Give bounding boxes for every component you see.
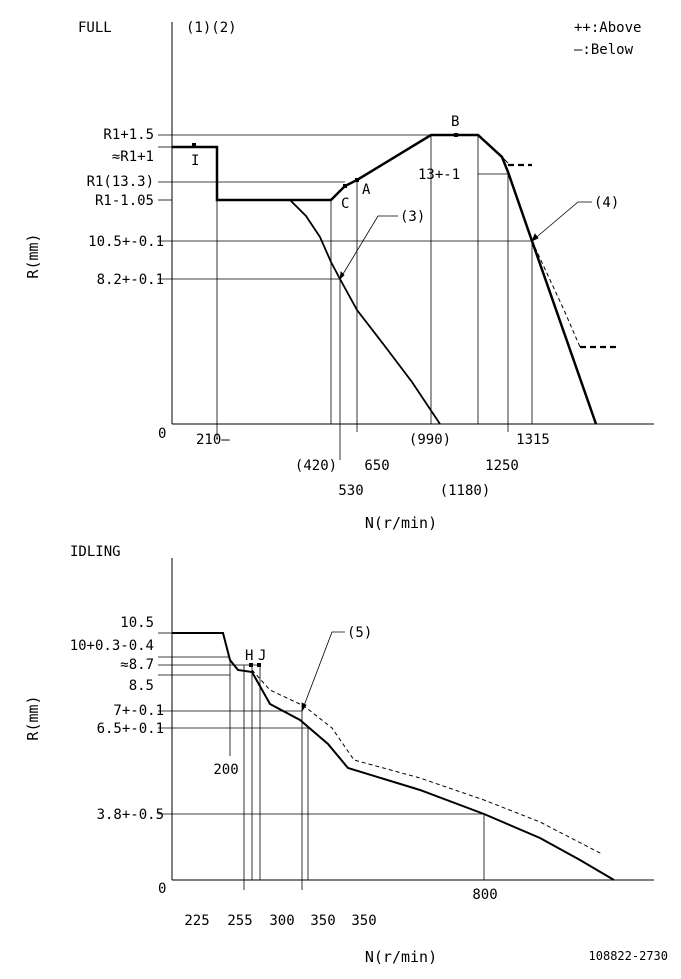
full-chart: FULL (1)(2) [24,20,654,532]
full-main-curve [172,133,598,425]
full-refs: (1)(2) [186,20,237,36]
full-label-a: A [362,182,371,198]
full-xtick-1180: (1180) [440,483,491,499]
idling-xtick-350b: 350 [351,913,376,929]
full-above-lower [531,240,581,348]
idling-marker-j [257,663,261,667]
full-callout-3: (3) [400,209,425,225]
full-xtick-650: 650 [364,458,389,474]
full-ytick-r1-13.3: R1(13.3) [87,174,154,190]
idling-marker-h [249,663,253,667]
full-xtick-210: 210— [196,432,230,448]
full-xtick-420: (420) [295,458,337,474]
idling-ytick-10: 10+0.3-0.4 [70,638,154,654]
full-marker-b [454,133,458,137]
idling-label-j: J [258,648,266,664]
full-marker-c [343,184,347,188]
full-callout-13: 13+-1 [418,167,460,183]
legend-below: —:Below [574,42,634,58]
idling-ytick-8.5: 8.5 [129,678,154,694]
idling-y-axis-label: R(mm) [24,695,42,740]
full-title: FULL [78,20,112,36]
legend-above: ++:Above [574,20,641,36]
full-xtick-530: 530 [338,483,363,499]
full-above-curve [501,156,509,164]
idling-title: IDLING [70,544,121,560]
full-y-axis-label: R(mm) [24,233,42,278]
idling-main-curve [172,632,615,881]
full-ytick-10.5: 10.5+-0.1 [88,234,164,250]
idling-ytick-3.8: 3.8+-0.5 [97,807,164,823]
full-xtick-1250: 1250 [485,458,519,474]
full-marker-i [192,143,196,147]
full-ytick-r1-1: ≈R1+1 [112,149,154,165]
idling-ytick-10.5: 10.5 [120,615,154,631]
idling-callout-5-arrow [301,702,307,712]
full-callout-4-leader [531,201,592,242]
full-ytick-8.2: 8.2+-0.1 [97,272,164,288]
idling-chart: IDLING 10.5 10+0.3-0.4 ≈8.7 [24,544,654,966]
idling-label-h: H [245,648,253,664]
full-origin: 0 [158,426,166,442]
footer-code: 108822-2730 [589,949,668,963]
full-marker-a [355,178,359,182]
idling-above-curve [251,669,603,855]
idling-xtick-300: 300 [269,913,294,929]
idling-ytick-7: 7+-0.1 [113,703,164,719]
idling-xtick-800: 800 [472,887,497,903]
idling-xtick-200: 200 [213,762,238,778]
idling-xtick-350a: 350 [310,913,335,929]
idling-xtick-255: 255 [227,913,252,929]
idling-ytick-8.7: ≈8.7 [120,657,154,673]
idling-xtick-225: 225 [184,913,209,929]
full-xtick-990: (990) [409,432,451,448]
idling-origin: 0 [158,881,166,897]
full-curve-3 [289,199,441,425]
full-callout-3-arrow [339,271,345,280]
full-xtick-1315: 1315 [516,432,550,448]
idling-x-axis-label: N(r/min) [365,948,437,966]
full-x-axis-label: N(r/min) [365,514,437,532]
idling-callout-5-leader [301,631,345,712]
full-ytick-r1-1.5: R1+1.5 [103,127,154,143]
full-ytick-r1-1.05: R1-1.05 [95,193,154,209]
full-label-c: C [341,196,349,212]
full-label-i: I [191,153,199,169]
full-callout-4: (4) [594,195,619,211]
full-callout-3-leader [339,215,398,280]
idling-callout-5: (5) [347,625,372,641]
full-callout-4-arrow [531,233,539,242]
full-label-b: B [451,114,459,130]
idling-ytick-6.5: 6.5+-0.1 [97,721,164,737]
